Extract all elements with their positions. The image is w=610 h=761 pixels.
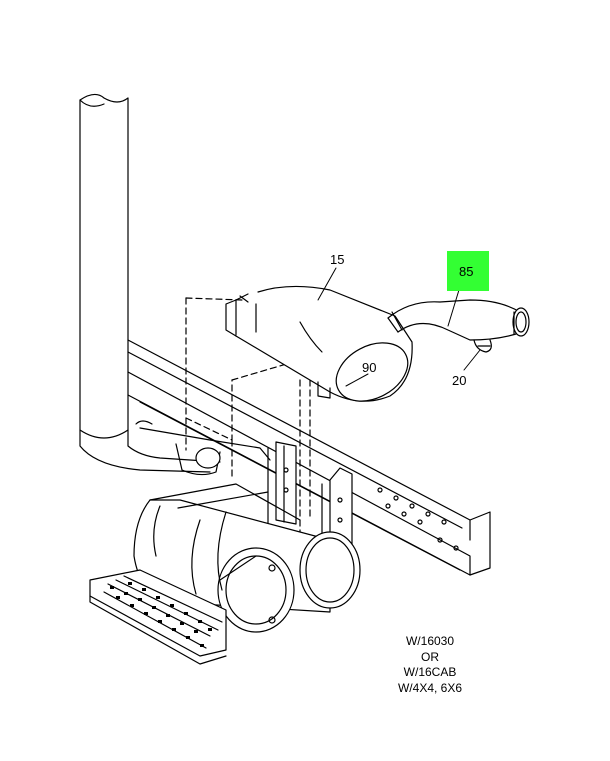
- lower-exhaust-elbow: [135, 420, 271, 476]
- callout-85-highlight: [447, 251, 489, 291]
- note-line: OR: [421, 649, 439, 664]
- outlet-tube: [387, 299, 530, 341]
- callout-85: 85: [459, 264, 473, 279]
- note-line: W/16030: [405, 634, 455, 648]
- note-line: W/16CAB: [403, 665, 457, 679]
- callout-20: 20: [452, 373, 466, 388]
- clamp: [473, 339, 492, 353]
- note-line: W/4X4, 6X6: [397, 680, 463, 695]
- step-holes: [110, 582, 212, 647]
- callout-90: 90: [362, 360, 376, 375]
- tanks: [133, 483, 361, 633]
- callout-15: 15: [330, 252, 344, 267]
- applicability-note: W/16030 OR W/16CAB W/4X4, 6X6: [360, 634, 500, 696]
- exhaust-stack: [79, 93, 221, 473]
- step-tread: [89, 569, 227, 665]
- mounting-outline-dashed: [185, 297, 311, 541]
- muffler-canister: [225, 285, 413, 402]
